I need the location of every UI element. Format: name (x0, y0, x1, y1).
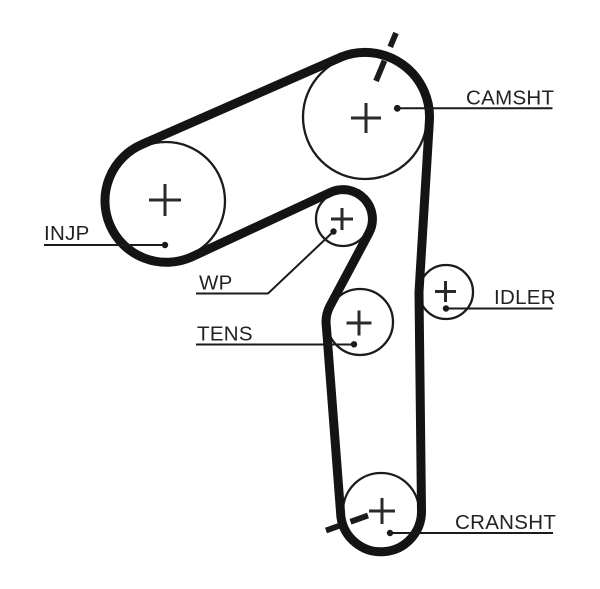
center-cross-camsht (351, 103, 381, 133)
label-tens: TENS (197, 323, 253, 346)
leader-dot-cransht (386, 529, 394, 537)
label-idler: IDLER (494, 286, 556, 309)
leader-wp (196, 230, 335, 295)
label-camsht: CAMSHT (466, 87, 555, 110)
center-cross-injp (149, 184, 181, 216)
timing-mark-cransht (325, 512, 369, 534)
timing-mark-camsht (373, 31, 399, 83)
center-cross-wp (331, 208, 353, 230)
leader-dot-tens (350, 341, 358, 348)
label-injp: INJP (44, 222, 90, 245)
label-cransht: CRANSHT (455, 511, 556, 534)
label-wp: WP (199, 272, 233, 295)
center-cross-idler (435, 281, 456, 302)
leader-dot-camsht (393, 104, 401, 112)
leader-dot-injp (161, 241, 169, 249)
timing-marks (325, 31, 399, 534)
center-cross-cransht (369, 498, 395, 524)
leader-lines (44, 104, 553, 537)
labels: INJP CAMSHT WP TENS IDLER CRANSHT (44, 87, 556, 535)
timing-belt (100, 47, 434, 557)
pulley-center-crosses (149, 103, 456, 524)
leader-dot-idler (442, 305, 450, 312)
leader-dot-wp (330, 228, 337, 235)
center-cross-tens (346, 310, 372, 336)
